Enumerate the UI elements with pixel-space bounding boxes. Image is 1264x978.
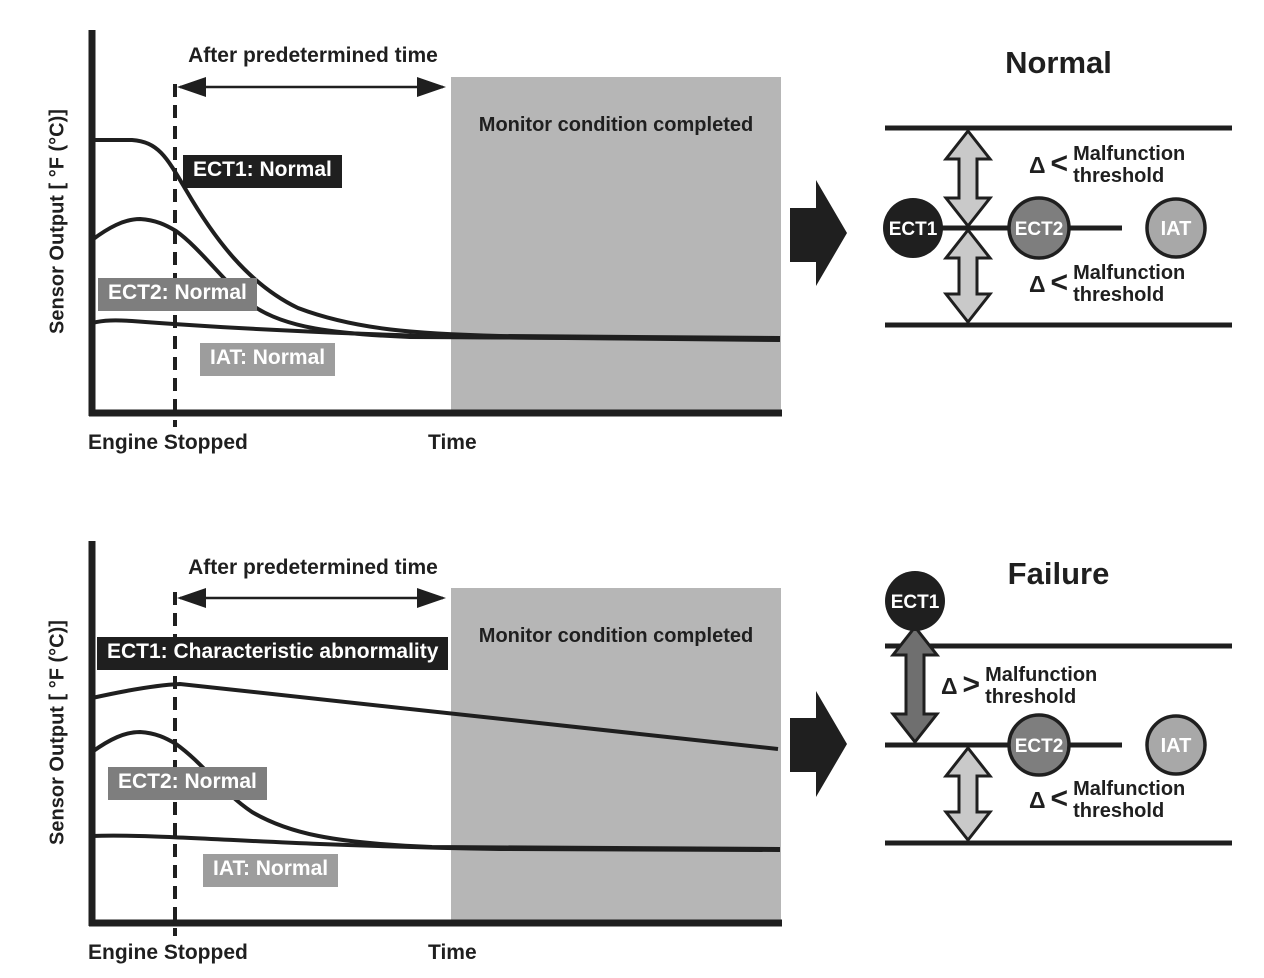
ect2-curve-top — [90, 216, 781, 341]
iat-curve-top — [91, 318, 781, 342]
monitor-condition-label-bottom: Monitor condition completed — [478, 625, 754, 647]
normal-diagram-title: Normal — [1005, 45, 1112, 80]
y-axis-label-top: Sensor Output [ °F (°C)] — [46, 109, 69, 334]
monitor-region-top — [451, 77, 781, 411]
threshold-label-line1: Malfunction — [985, 664, 1098, 686]
double-arrow-icon-normal-lower — [942, 227, 994, 325]
threshold-label-line2: threshold — [985, 686, 1077, 708]
ect2-node-normal — [1007, 196, 1071, 260]
threshold-label-line2: threshold — [1073, 165, 1165, 187]
threshold-annotation-failure-lower: Δ < Malfunction threshold — [1029, 778, 1185, 822]
ect2-node-label: ECT2 — [1015, 219, 1064, 240]
ect2-node-label: ECT2 — [1015, 736, 1064, 757]
delta-symbol: Δ — [941, 672, 958, 699]
time-axis-label-bottom: Time — [428, 941, 477, 964]
arrow-right-head-icon — [417, 77, 446, 97]
threshold-label-line2: threshold — [1073, 800, 1165, 822]
ect1-curve-bottom — [91, 681, 779, 751]
after-predetermined-time-label-top: After predetermined time — [188, 44, 438, 67]
engine-stopped-label-bottom: Engine Stopped — [88, 941, 248, 964]
monitor-region-bottom — [451, 588, 781, 920]
ect2-status-chip-top: ECT2: Normal — [98, 278, 257, 311]
threshold-annotation-normal-upper: Δ < Malfunction threshold — [1029, 143, 1185, 187]
threshold-label-line1: Malfunction — [1073, 143, 1186, 165]
engine-stopped-label-top: Engine Stopped — [88, 431, 248, 454]
iat-status-chip-top: IAT: Normal — [200, 343, 336, 376]
threshold-label: Malfunction threshold — [1073, 778, 1185, 822]
ect1-node-label: ECT1 — [889, 219, 938, 240]
arrow-left-head-icon — [177, 77, 206, 97]
threshold-label-line1: Malfunction — [1073, 778, 1186, 800]
ect2-node-failure — [1007, 713, 1071, 777]
monitor-condition-label-top: Monitor condition completed — [478, 114, 754, 136]
less-than-symbol: < — [1050, 146, 1069, 180]
double-arrow-icon-failure-upper — [889, 624, 941, 745]
ect1-status-chip-top: ECT1: Normal — [183, 155, 342, 188]
delta-symbol: Δ — [1029, 151, 1046, 178]
delta-symbol: Δ — [1029, 270, 1046, 297]
iat-node-failure — [1145, 714, 1207, 776]
y-axis-label-bottom: Sensor Output [ °F (°C)] — [46, 620, 69, 845]
iat-curve-bottom — [91, 833, 781, 852]
failure-diagram-title: Failure — [1007, 556, 1110, 591]
iat-node-label: IAT — [1161, 735, 1192, 757]
iat-status-chip-bottom: IAT: Normal — [203, 854, 339, 887]
less-than-symbol: < — [1050, 265, 1069, 299]
flow-arrow-icon-bottom — [790, 691, 847, 797]
less-than-symbol: < — [1050, 781, 1069, 815]
threshold-label: Malfunction threshold — [985, 664, 1097, 708]
double-arrow-icon-normal-upper — [942, 128, 994, 229]
threshold-annotation-failure-upper: Δ > Malfunction threshold — [941, 664, 1097, 708]
threshold-annotation-normal-lower: Δ < Malfunction threshold — [1029, 262, 1185, 306]
time-axis-label-top: Time — [428, 431, 477, 454]
threshold-label-line2: threshold — [1073, 284, 1165, 306]
flow-arrow-icon-top — [790, 180, 847, 286]
arrow-right-head-icon — [417, 588, 446, 608]
threshold-label: Malfunction threshold — [1073, 262, 1185, 306]
ect2-status-chip-bottom: ECT2: Normal — [108, 767, 267, 800]
greater-than-symbol: > — [962, 667, 981, 701]
threshold-label-line1: Malfunction — [1073, 262, 1186, 284]
ect1-node-normal — [883, 198, 943, 258]
ect1-node-failure — [885, 571, 945, 631]
arrow-left-head-icon — [177, 588, 206, 608]
after-predetermined-time-label-bottom: After predetermined time — [188, 556, 438, 579]
iat-node-normal — [1145, 197, 1207, 259]
threshold-label: Malfunction threshold — [1073, 143, 1185, 187]
delta-symbol: Δ — [1029, 786, 1046, 813]
ect1-status-chip-bottom: ECT1: Characteristic abnormality — [97, 637, 449, 670]
ect1-node-label: ECT1 — [891, 592, 940, 613]
double-arrow-icon-failure-lower — [942, 745, 994, 843]
iat-node-label: IAT — [1161, 218, 1192, 240]
